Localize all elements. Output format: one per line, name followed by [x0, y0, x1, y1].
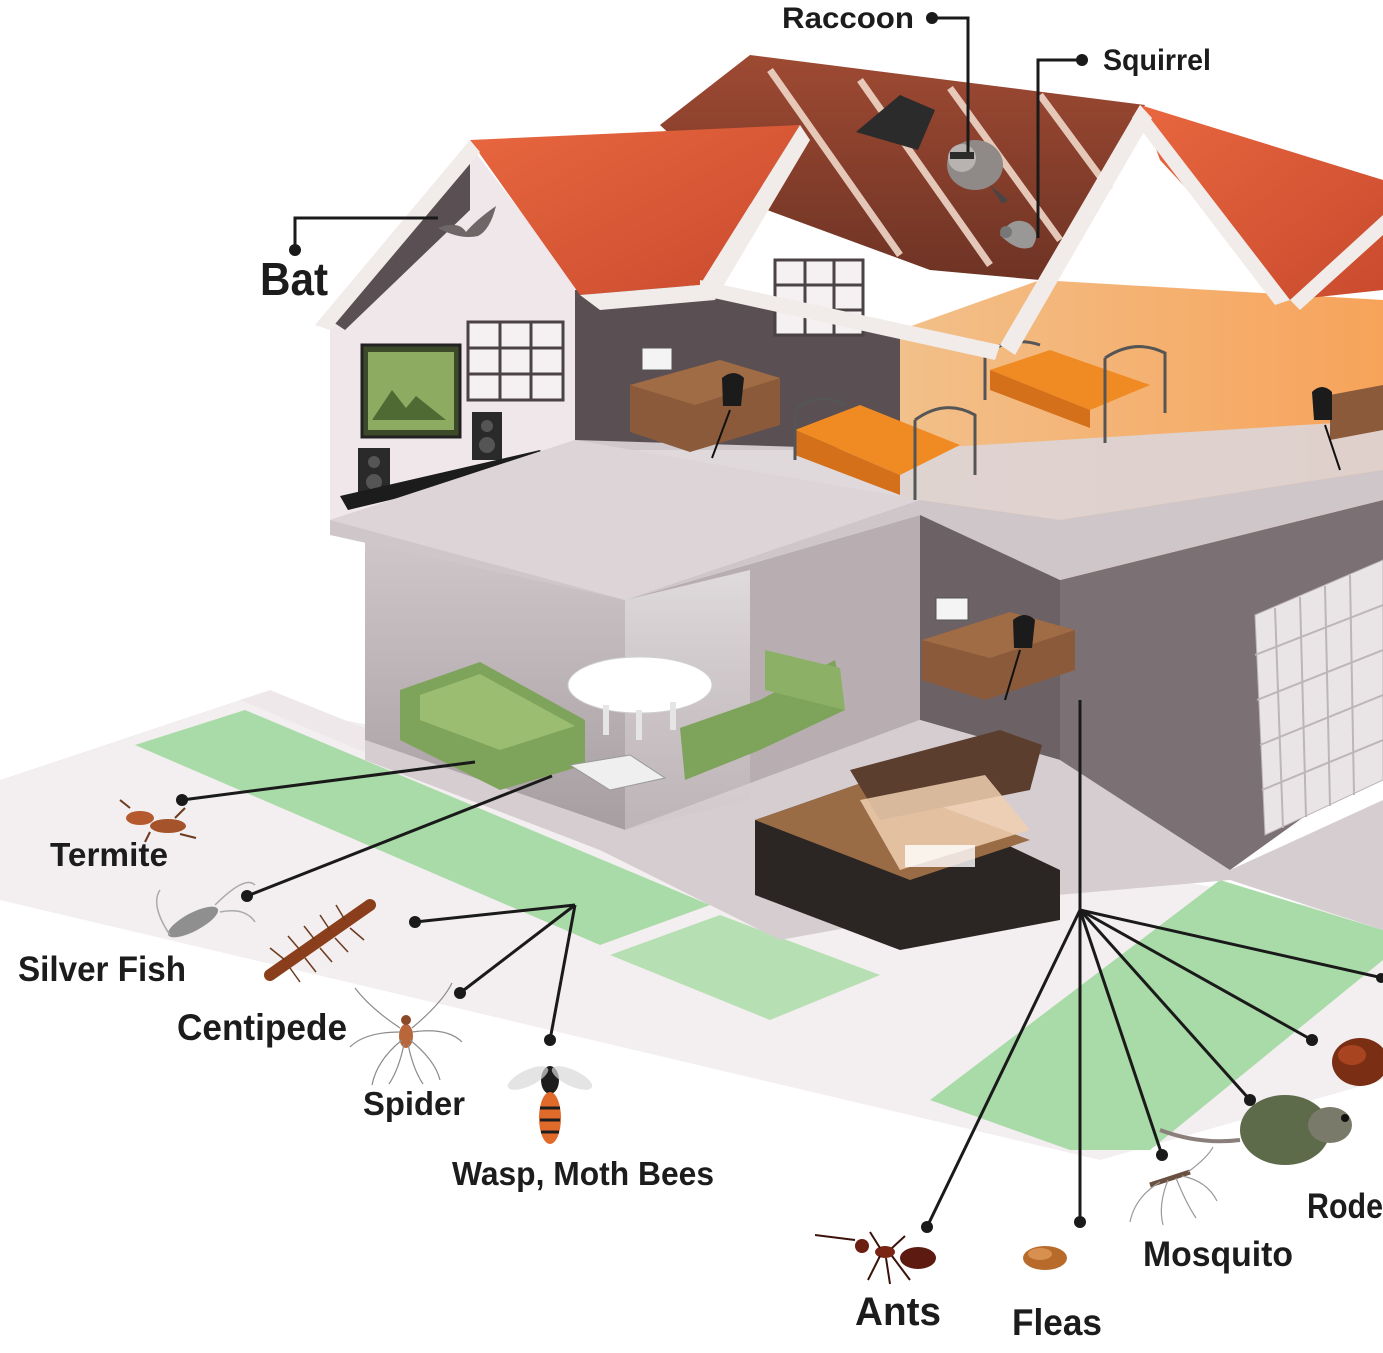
sofa-right — [680, 650, 845, 780]
desk-right — [1312, 385, 1383, 471]
roof — [315, 55, 1383, 360]
label-wasp: Wasp, Moth Bees — [452, 1155, 714, 1192]
label-silver-fish: Silver Fish — [18, 950, 186, 989]
squirrel-icon — [1000, 220, 1037, 249]
label-raccoon: Raccoon — [782, 2, 914, 35]
termite-icon — [119, 799, 197, 843]
kitchen — [755, 730, 1060, 950]
tv-screen — [360, 343, 462, 439]
bed-back — [983, 340, 1167, 443]
ground-floor — [365, 500, 1383, 950]
raccoon-icon — [947, 140, 1008, 204]
mosquito-icon — [1129, 1146, 1218, 1226]
leader-dots — [176, 12, 1383, 1233]
label-spider: Spider — [363, 1085, 465, 1122]
label-squirrel: Squirrel — [1103, 44, 1211, 77]
label-rodents: Rode — [1307, 1187, 1383, 1226]
spider-icon — [349, 982, 463, 1086]
leader-lines — [181, 16, 1383, 1228]
label-centipede: Centipede — [177, 1007, 347, 1048]
glass-block-window — [1254, 559, 1383, 836]
bed-front — [793, 397, 977, 500]
lawn-right — [930, 880, 1383, 1150]
silverfish-icon — [155, 881, 256, 938]
label-bat: Bat — [260, 253, 328, 305]
desk-ground-floor — [922, 597, 1075, 701]
bat-icon — [438, 206, 496, 237]
desk-upper — [630, 347, 780, 459]
rodent-icon — [1159, 1095, 1352, 1165]
attic-vent — [856, 95, 935, 150]
centipede-icon — [264, 899, 376, 983]
label-mosquito: Mosquito — [1143, 1235, 1293, 1274]
label-ants: Ants — [855, 1290, 941, 1334]
ant-icon — [814, 1231, 936, 1285]
speaker-system — [340, 412, 548, 510]
label-termite: Termite — [50, 836, 168, 873]
coffee-table — [567, 656, 713, 740]
beetle-icon — [1332, 1038, 1383, 1086]
living-window — [466, 320, 565, 402]
flea-icon — [1023, 1246, 1067, 1270]
upper-floor — [330, 145, 1383, 600]
label-fleas: Fleas — [1012, 1302, 1102, 1343]
low-table — [568, 754, 667, 791]
sofa-left — [400, 662, 585, 790]
wasp-icon — [507, 1066, 593, 1144]
lawn-left-2 — [610, 915, 880, 1020]
